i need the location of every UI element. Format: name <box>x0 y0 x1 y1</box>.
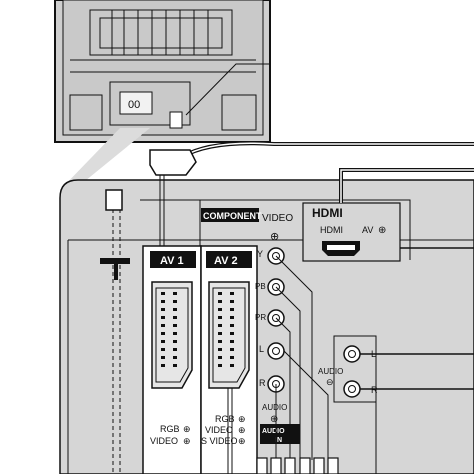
av-hdmi-label: AV <box>362 225 373 235</box>
av2-label: AV 2 <box>214 255 238 267</box>
svg-text:⊖: ⊖ <box>326 377 334 387</box>
svg-text:⊕: ⊕ <box>183 436 191 446</box>
av2-video-label: VIDEO <box>205 425 233 435</box>
in-header-label: IN <box>275 437 282 444</box>
av1-rgb-label: RGB <box>160 424 180 434</box>
pb-label: PB <box>255 282 266 291</box>
svg-text:⊕: ⊕ <box>238 436 246 446</box>
hdmi-logo-label: HDMI <box>312 206 343 220</box>
antenna-plug-icon <box>100 189 130 474</box>
rca-jack-icon <box>267 342 285 360</box>
scart-av2-icon: AV 2 RGB ⊕ VIDEO ⊕ S VIDEO ⊕ <box>200 245 258 474</box>
svg-text:⊕: ⊕ <box>270 414 278 425</box>
hdmi-port-label: HDMI <box>320 225 343 235</box>
tv-rear-icon: 00 <box>54 0 271 143</box>
component-label: COMPONENT <box>203 211 262 221</box>
scart-av1-icon: AV 1 RGB ⊕ VIDEO ⊕ <box>142 245 202 474</box>
av2-rgb-label: RGB <box>215 414 235 424</box>
av1-label: AV 1 <box>160 255 184 267</box>
scart-plug-icon <box>149 141 474 474</box>
tv-port-label: 00 <box>128 99 140 111</box>
audio-header-label: AUDIO <box>262 428 285 435</box>
audio-right-label: AUDIO <box>318 367 343 376</box>
r-comp-label: R <box>259 378 266 388</box>
y-label: Y <box>257 249 263 259</box>
hdmi-section: HDMI HDMI AV ⊕ <box>302 168 474 262</box>
pr-label: PR <box>255 313 266 322</box>
svg-text:⊕: ⊕ <box>183 424 191 434</box>
video-top-label: VIDEO <box>262 213 293 224</box>
svg-text:⊕: ⊕ <box>378 225 386 236</box>
r-right-label: R <box>371 385 378 395</box>
svg-text:⊕: ⊕ <box>270 231 279 243</box>
svg-text:⊕: ⊕ <box>238 425 246 435</box>
rca-jack-icon <box>343 345 361 363</box>
component-header <box>201 208 259 222</box>
audio-right-section: L R AUDIO ⊖ <box>318 335 474 474</box>
av1-video-label: VIDEO <box>150 436 178 446</box>
rca-jack-icon <box>343 380 361 398</box>
svg-text:⊕: ⊕ <box>238 414 246 424</box>
audio-comp-label: AUDIO <box>262 403 287 412</box>
av2-svideo-label: S VIDEO <box>201 436 238 446</box>
l-comp-label: L <box>259 344 264 354</box>
